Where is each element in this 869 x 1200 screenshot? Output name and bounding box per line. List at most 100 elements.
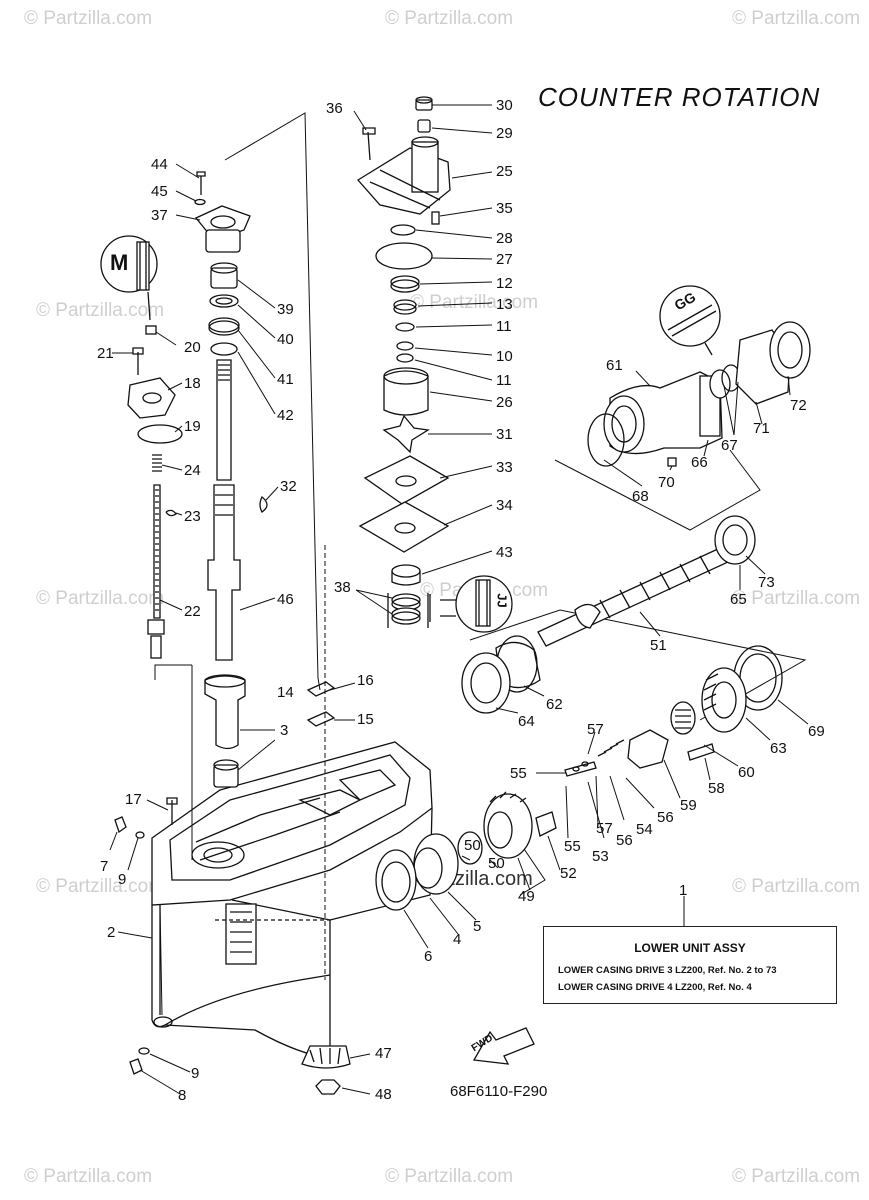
jj-callout — [429, 575, 513, 633]
part-label-73: 73 — [758, 574, 775, 591]
part-label-14: 14 — [277, 684, 294, 701]
part-label-39: 39 — [277, 301, 294, 318]
water-pump-stack — [357, 96, 451, 628]
part-label-55: 55 — [510, 765, 527, 782]
watermark: © Partzilla.com — [732, 876, 861, 897]
part-label-46: 46 — [277, 591, 294, 608]
part-label-34: 34 — [496, 497, 513, 514]
part-label-36: 36 — [326, 100, 343, 117]
part-label-2: 2 — [107, 924, 116, 941]
gg-callout — [659, 285, 721, 356]
part-label-27: 27 — [496, 251, 513, 268]
part-label-45: 45 — [151, 183, 168, 200]
part-label-56: 56 — [657, 809, 674, 826]
info-box-row-2: LOWER CASING DRIVE 4 LZ200, Ref. No. 4 — [558, 982, 752, 993]
part-label-70: 70 — [658, 474, 675, 491]
part-label-59: 59 — [680, 797, 697, 814]
part-label-63: 63 — [770, 740, 787, 757]
part-label-44: 44 — [151, 156, 168, 173]
part-label-55-second: 55 — [564, 838, 581, 855]
part-label-61: 61 — [606, 357, 623, 374]
part-label-28: 28 — [496, 230, 513, 247]
watermark: © Partzilla.com — [24, 8, 153, 29]
part-label-67: 67 — [721, 437, 738, 454]
part-label-71: 71 — [753, 420, 770, 437]
part-label-15: 15 — [357, 711, 374, 728]
part-label-8: 8 — [178, 1087, 187, 1104]
part-label-60: 60 — [738, 764, 755, 781]
part-label-54: 54 — [636, 821, 653, 838]
part-label-12: 12 — [496, 275, 513, 292]
part-label-50-second: 50 — [464, 837, 481, 854]
watermark: © Partzilla.com — [36, 300, 165, 321]
part-label-29: 29 — [496, 125, 513, 142]
m-callout — [100, 235, 158, 321]
part-label-56-second: 56 — [616, 832, 633, 849]
callout-letter-jj: JJ — [494, 593, 510, 608]
part-label-18: 18 — [184, 375, 201, 392]
part-label-72: 72 — [790, 397, 807, 414]
part-label-6: 6 — [424, 948, 433, 965]
part-label-9-second: 9 — [191, 1065, 200, 1082]
forward-gear-group — [564, 645, 783, 777]
part-label-5: 5 — [473, 918, 482, 935]
fwd-arrow — [472, 1027, 535, 1065]
pinion-gear — [301, 1045, 351, 1095]
part-label-53: 53 — [592, 848, 609, 865]
watermark: © Partzilla.com — [732, 8, 861, 29]
part-label-52: 52 — [560, 865, 577, 882]
part-label-69: 69 — [808, 723, 825, 740]
part-label-41: 41 — [277, 371, 294, 388]
part-label-33: 33 — [496, 459, 513, 476]
part-label-11: 11 — [496, 318, 512, 335]
watermark: © Partzilla.com — [385, 1166, 514, 1187]
part-label-21: 21 — [97, 345, 114, 362]
part-label-30: 30 — [496, 97, 513, 114]
part-label-37: 37 — [151, 207, 168, 224]
part-label-48: 48 — [375, 1086, 392, 1103]
part-label-7: 7 — [100, 858, 109, 875]
watermark: © Partzilla.com — [36, 588, 165, 609]
part-label-4: 4 — [453, 931, 462, 948]
part-label-50: 50 — [488, 855, 505, 872]
part-label-3: 3 — [280, 722, 289, 739]
part-label-9: 9 — [118, 871, 127, 888]
part-label-57: 57 — [587, 721, 604, 738]
part-label-25: 25 — [496, 163, 513, 180]
part-label-20: 20 — [184, 339, 201, 356]
watermark: © Partzilla.com — [732, 588, 861, 609]
part-label-11-second: 11 — [496, 372, 512, 389]
part-label-10: 10 — [496, 348, 513, 365]
part-label-17: 17 — [125, 791, 142, 808]
part-label-23: 23 — [184, 508, 201, 525]
info-box-row-1: LOWER CASING DRIVE 3 LZ200, Ref. No. 2 t… — [558, 965, 777, 976]
leader-lines — [154, 112, 807, 1016]
part-label-66: 66 — [691, 454, 708, 471]
part-label-51: 51 — [650, 637, 667, 654]
diagram-title: COUNTER ROTATION — [538, 82, 821, 112]
shift-rod-assembly — [114, 325, 183, 1075]
part-label-57-second: 57 — [596, 820, 613, 837]
part-label-26: 26 — [496, 394, 513, 411]
label-leaders — [109, 104, 809, 1095]
part-label-16: 16 — [357, 672, 374, 689]
part-label-13: 13 — [496, 296, 513, 313]
part-label-64: 64 — [518, 713, 535, 730]
diagram-code: 68F6110-F290 — [450, 1083, 548, 1100]
part-label-38: 38 — [334, 579, 351, 596]
watermark: © Partzilla.com — [385, 8, 514, 29]
part-label-47: 47 — [375, 1045, 392, 1062]
lower-unit-info-box: LOWER UNIT ASSY LOWER CASING DRIVE 3 LZ2… — [543, 926, 837, 1004]
part-label-35: 35 — [496, 200, 513, 217]
watermark: © Partzilla.com — [410, 292, 539, 313]
watermark: © Partzilla.com — [36, 876, 165, 897]
watermark: © Partzilla.com — [24, 1166, 153, 1187]
part-label-43: 43 — [496, 544, 513, 561]
part-label-68: 68 — [632, 488, 649, 505]
left-shift-assembly — [194, 171, 336, 788]
part-label-24: 24 — [184, 462, 201, 479]
watermark: © Partzilla.com — [732, 1166, 861, 1187]
info-box-heading: LOWER UNIT ASSY — [634, 941, 746, 955]
